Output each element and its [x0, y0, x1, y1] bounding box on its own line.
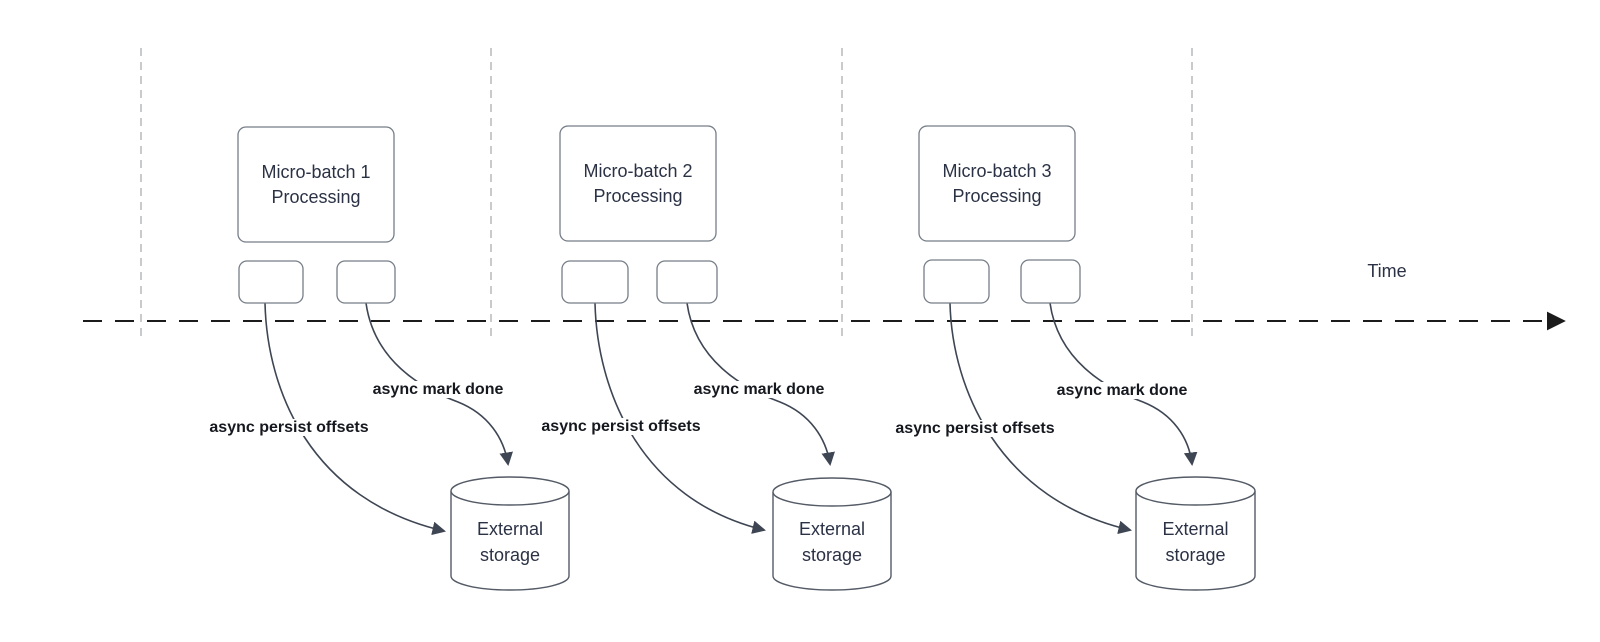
- mark-done-arrow-2: [686, 302, 835, 467]
- microbatch-2-box-label: Micro-batch 2 Processing: [583, 161, 693, 206]
- cylinder-top-3: [1135, 476, 1256, 506]
- persist-offsets-arrow-3: [949, 302, 1132, 535]
- external-storage-cylinder-1: [450, 476, 570, 591]
- microbatch-1-box: [237, 126, 395, 243]
- time-axis-label: Time: [1367, 261, 1407, 281]
- persist-offsets-label-2: async persist offsets: [538, 418, 704, 435]
- cylinder-top-1: [450, 476, 570, 506]
- cylinder-body-3: [1135, 491, 1256, 591]
- cylinder-top-2: [772, 477, 892, 507]
- done-task-box-2: [656, 260, 718, 304]
- persist-offsets-label-1: async persist offsets: [206, 419, 372, 436]
- persist-task-box-3: [923, 259, 990, 304]
- mark-done-label-2: async mark done: [690, 381, 828, 398]
- external-storage-label-1: External storage: [476, 519, 544, 565]
- external-storage-label-2: External storage: [798, 519, 866, 565]
- mark-done-arrow-1: [365, 302, 513, 467]
- done-task-box-1: [336, 260, 396, 304]
- mark-done-arrow-3: [1049, 302, 1198, 467]
- cylinder-body-2: [772, 492, 892, 591]
- external-storage-cylinder-3: [1135, 476, 1256, 591]
- persist-offsets-label-3: async persist offsets: [892, 420, 1058, 437]
- external-storage-label-3: External storage: [1162, 519, 1229, 565]
- microbatch-1-box-label: Micro-batch 1 Processing: [261, 162, 371, 207]
- microbatch-2-box: [559, 125, 717, 242]
- persist-offsets-arrow-2: [594, 302, 766, 534]
- persist-task-box-1: [238, 260, 304, 304]
- microbatch-3-box-label: Micro-batch 3 Processing: [942, 161, 1052, 206]
- persist-offsets-arrow-1: [264, 302, 446, 536]
- persist-task-box-2: [561, 260, 629, 304]
- external-storage-cylinder-2: [772, 477, 892, 591]
- mark-done-label-1: async mark done: [369, 381, 507, 398]
- microbatch-3-box: [918, 125, 1076, 242]
- done-task-box-3: [1020, 259, 1081, 304]
- cylinder-body-1: [450, 491, 570, 591]
- mark-done-label-3: async mark done: [1053, 382, 1191, 399]
